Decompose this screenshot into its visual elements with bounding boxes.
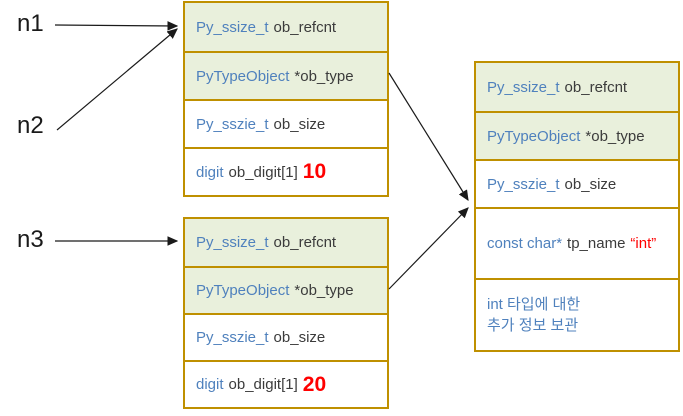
memory-table-int-10: Py_ssize_t ob_refcnt PyTypeObject *ob_ty…: [183, 1, 389, 197]
table-row-ob-refcnt: Py_ssize_t ob_refcnt: [185, 3, 387, 51]
field-name: ob_refcnt: [273, 18, 337, 36]
field-name: ob_refcnt: [564, 78, 628, 96]
field-value: 20: [302, 372, 327, 396]
arrow-n2-to-int10: [56, 28, 178, 131]
memory-table-int-type: Py_ssize_t ob_refcnt PyTypeObject *ob_ty…: [474, 61, 680, 352]
table-row-ob-refcnt: Py_ssize_t ob_refcnt: [476, 63, 678, 111]
table-row-ob-refcnt: Py_ssize_t ob_refcnt: [185, 219, 387, 266]
table-row-ob-type: PyTypeObject *ob_type: [185, 266, 387, 313]
table-row-ob-size: Py_sszie_t ob_size: [185, 313, 387, 360]
table-row-ob-type: PyTypeObject *ob_type: [185, 51, 387, 99]
field-name: tp_name: [567, 235, 626, 252]
table-row-ob-digit: digit ob_digit[1] 10: [185, 147, 387, 195]
arrow-n1-to-int10: [54, 21, 179, 31]
field-name: *ob_type: [585, 127, 645, 145]
note-line: int 타입에 대한: [487, 296, 581, 313]
field-name: *ob_type: [294, 67, 354, 85]
field-name: ob_refcnt: [273, 234, 337, 251]
pointer-label-n1: n1: [17, 10, 44, 37]
arrow-int10-obtype-to-typeobject: [388, 72, 469, 202]
field-type: digit: [196, 376, 224, 393]
field-type: Py_sszie_t: [196, 329, 269, 346]
field-name: ob_size: [273, 115, 326, 133]
arrow-int20-obtype-to-typeobject: [388, 207, 469, 290]
table-row-ob-digit: digit ob_digit[1] 20: [185, 360, 387, 407]
field-type: Py_ssize_t: [196, 18, 269, 36]
field-name: ob_size: [564, 175, 617, 193]
field-type: PyTypeObject: [196, 282, 290, 299]
table-row-ob-size: Py_sszie_t ob_size: [185, 99, 387, 147]
table-row-type-note: int 타입에 대한 추가 정보 보관: [476, 278, 678, 350]
field-type: Py_ssize_t: [487, 78, 560, 96]
field-name: *ob_type: [294, 282, 354, 299]
pointer-label-n3: n3: [17, 226, 44, 253]
field-type: Py_sszie_t: [487, 175, 560, 193]
memory-table-int-20: Py_ssize_t ob_refcnt PyTypeObject *ob_ty…: [183, 217, 389, 409]
field-name: ob_digit[1]: [228, 376, 298, 393]
field-type: PyTypeObject: [196, 67, 290, 85]
table-row-tp-name: const char* tp_name “int”: [476, 207, 678, 278]
pointer-label-n2: n2: [17, 112, 44, 139]
field-name: ob_size: [273, 329, 326, 346]
table-row-ob-type: PyTypeObject *ob_type: [476, 111, 678, 159]
field-name: ob_digit[1]: [228, 163, 298, 181]
field-value: “int”: [630, 235, 657, 252]
field-type: const char*: [487, 235, 563, 252]
table-row-ob-size: Py_sszie_t ob_size: [476, 159, 678, 207]
note-line: 추가 정보 보관: [487, 317, 579, 334]
field-type: digit: [196, 163, 224, 181]
field-type: Py_sszie_t: [196, 115, 269, 133]
field-type: PyTypeObject: [487, 127, 581, 145]
field-value: 10: [302, 160, 327, 183]
field-type: Py_ssize_t: [196, 234, 269, 251]
